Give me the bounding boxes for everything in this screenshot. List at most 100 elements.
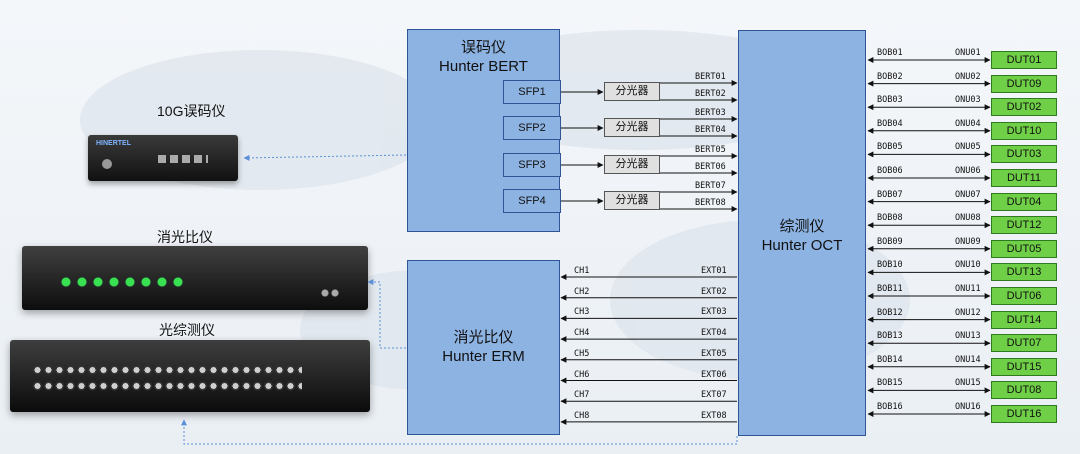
onu-port-label-3: ONU03: [955, 95, 981, 106]
oct-box-subtitle: Hunter OCT: [761, 237, 843, 254]
onu-port-label-8: ONU08: [955, 213, 981, 224]
bob-port-label-14: BOB14: [877, 354, 903, 365]
splitter-2: 分光器: [604, 118, 660, 137]
onu-port-label-5: ONU05: [955, 142, 981, 153]
ext-port-label-3: EXT03: [701, 307, 727, 318]
erm-led-row: [58, 277, 188, 287]
oct-box-title: 综测仪: [779, 218, 825, 235]
bert-port-icon: [102, 159, 112, 169]
ext-port-label-5: EXT05: [701, 348, 727, 359]
erm-box-title: 消光比仪: [453, 329, 514, 346]
ext-port-label-7: EXT07: [701, 390, 727, 401]
oct-device-title: 光综测仪: [159, 322, 215, 338]
dut-box-6: DUT11: [991, 169, 1057, 187]
erm-box-subtitle: Hunter ERM: [442, 348, 525, 365]
bert-device-image: HINERTEL: [88, 135, 238, 181]
ch-label-7: CH7: [574, 390, 590, 401]
dut-box-4: DUT10: [991, 121, 1057, 140]
splitter-1: 分光器: [604, 82, 660, 101]
bob-port-label-3: BOB03: [877, 95, 903, 106]
dut-box-2: DUT09: [991, 74, 1057, 93]
bert-box-title: 误码仪: [460, 39, 506, 56]
bert-port-label-5: BERT05: [695, 145, 726, 155]
splitter-4: 分光器: [604, 191, 660, 210]
bert-port-label-3: BERT03: [695, 108, 726, 118]
onu-port-label-13: ONU13: [955, 331, 981, 342]
onu-port-label-9: ONU09: [955, 236, 981, 247]
onu-port-label-2: ONU02: [955, 71, 981, 82]
ext-port-label-1: EXT01: [701, 266, 727, 276]
onu-port-label-1: ONU01: [955, 48, 981, 58]
bob-port-label-8: BOB08: [877, 213, 903, 224]
ch-label-6: CH6: [574, 369, 590, 380]
onu-port-label-6: ONU06: [955, 166, 981, 176]
bert-port-label-7: BERT07: [695, 181, 726, 191]
sfp-port-3: SFP3: [503, 153, 561, 177]
bob-port-label-16: BOB16: [877, 402, 903, 412]
erm-port-icon: [320, 288, 340, 298]
onu-port-label-11: ONU11: [955, 284, 981, 294]
ext-port-label-4: EXT04: [701, 328, 727, 339]
dut-box-9: DUT05: [991, 239, 1057, 258]
onu-port-label-10: ONU10: [955, 260, 981, 271]
dut-box-15: DUT08: [991, 381, 1057, 400]
dut-box-12: DUT14: [991, 310, 1057, 329]
onu-port-label-15: ONU15: [955, 378, 981, 389]
sfp-port-2: SFP2: [503, 116, 561, 140]
dut-box-11: DUT06: [991, 287, 1057, 305]
dut-box-3: DUT02: [991, 98, 1057, 117]
bert-box-subtitle: Hunter BERT: [439, 58, 528, 75]
bob-port-label-15: BOB15: [877, 378, 903, 389]
ch-label-5: CH5: [574, 348, 590, 359]
dut-box-1: DUT01: [991, 51, 1057, 69]
ch-label-3: CH3: [574, 307, 590, 318]
oct-connector-grid: [32, 362, 302, 394]
erm-box: 消光比仪 Hunter ERM: [407, 260, 560, 435]
sfp-port-4: SFP4: [503, 189, 561, 213]
bert-port-label-2: BERT02: [695, 89, 726, 99]
bob-port-label-1: BOB01: [877, 48, 903, 58]
bob-port-label-11: BOB11: [877, 284, 903, 294]
onu-port-label-14: ONU14: [955, 354, 981, 365]
oct-box: 综测仪 Hunter OCT: [738, 30, 866, 436]
erm-device-image: [22, 246, 368, 310]
ch-label-8: CH8: [574, 410, 590, 421]
sfp-port-1: SFP1: [503, 80, 561, 104]
dut-box-14: DUT15: [991, 357, 1057, 376]
dut-box-13: DUT07: [991, 334, 1057, 353]
bob-port-label-12: BOB12: [877, 307, 903, 318]
dut-box-10: DUT13: [991, 263, 1057, 282]
dut-box-5: DUT03: [991, 145, 1057, 164]
bert-sfp-slots: [158, 155, 208, 163]
bob-port-label-5: BOB05: [877, 142, 903, 153]
erm-device-title: 消光比仪: [157, 229, 213, 245]
bert-brand-label: HINERTEL: [96, 140, 131, 147]
onu-port-label-12: ONU12: [955, 307, 981, 318]
bert-port-label-6: BERT06: [695, 162, 726, 172]
bob-port-label-9: BOB09: [877, 236, 903, 247]
onu-port-label-16: ONU16: [955, 402, 981, 412]
ch-label-4: CH4: [574, 328, 590, 339]
onu-port-label-4: ONU04: [955, 118, 981, 129]
dut-box-16: DUT16: [991, 405, 1057, 423]
bob-port-label-13: BOB13: [877, 331, 903, 342]
ext-port-label-6: EXT06: [701, 369, 727, 380]
ch-label-2: CH2: [574, 286, 590, 297]
bert-port-label-8: BERT08: [695, 198, 726, 208]
bob-port-label-7: BOB07: [877, 189, 903, 200]
bert-port-label-1: BERT01: [695, 72, 726, 82]
bert-device-title: 10G误码仪: [157, 103, 226, 119]
ch-label-1: CH1: [574, 266, 590, 276]
splitter-3: 分光器: [604, 155, 660, 174]
bob-port-label-2: BOB02: [877, 71, 903, 82]
onu-port-label-7: ONU07: [955, 189, 981, 200]
bob-port-label-6: BOB06: [877, 166, 903, 176]
bob-port-label-10: BOB10: [877, 260, 903, 271]
oct-device-image: [10, 340, 370, 412]
ext-port-label-2: EXT02: [701, 286, 727, 297]
dut-box-7: DUT04: [991, 192, 1057, 211]
bob-port-label-4: BOB04: [877, 118, 903, 129]
dut-box-8: DUT12: [991, 216, 1057, 235]
ext-port-label-8: EXT08: [701, 410, 727, 421]
